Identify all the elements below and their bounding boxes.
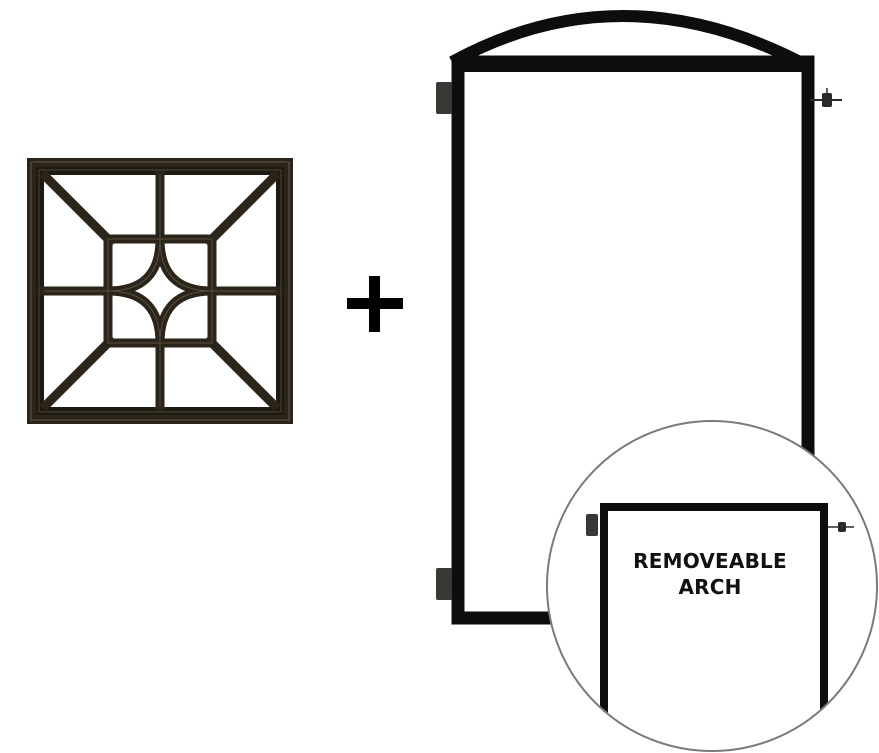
- callout-label: REMOVEABLE ARCH: [575, 548, 845, 600]
- callout-hinge-icon: [586, 514, 598, 536]
- hinge-top-icon: [436, 82, 452, 114]
- callout-latch-icon: [838, 522, 846, 532]
- plus-icon: [347, 276, 403, 332]
- callout-line2: ARCH: [678, 575, 742, 599]
- callout-circle: [546, 420, 878, 752]
- callout-line1: REMOVEABLE: [633, 549, 787, 573]
- insert-panel: [26, 157, 294, 425]
- hinge-bottom-icon: [436, 568, 452, 600]
- insert-panel-graphic: [27, 158, 293, 424]
- callout-gate-graphic: [586, 503, 854, 750]
- latch-icon: [822, 93, 832, 107]
